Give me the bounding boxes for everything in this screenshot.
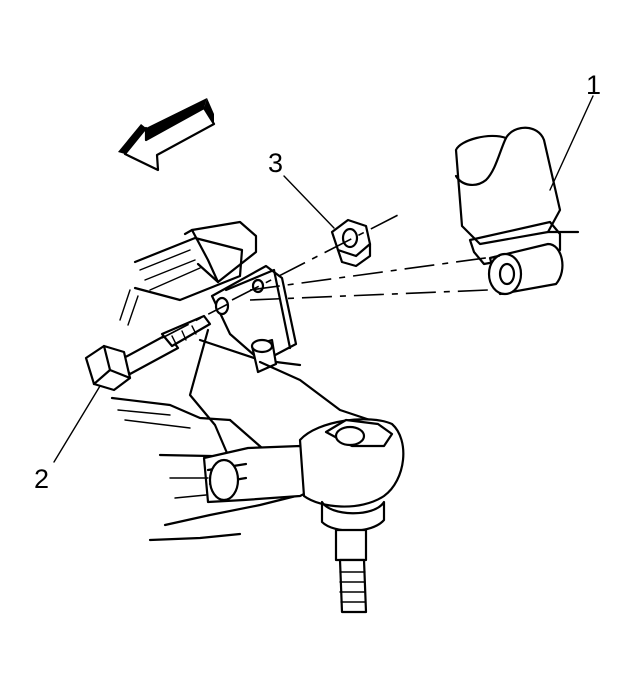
nut [330,218,372,268]
lower-control-arm [148,360,372,542]
callout-2: 2 [34,464,49,494]
direction-arrow-icon [118,98,216,172]
stabilizer-link [454,126,580,296]
link-bracket [210,264,298,374]
callout-3: 3 [268,148,283,178]
leader-lines [53,95,594,463]
ball-joint [298,418,405,614]
callout-1: 1 [586,70,601,100]
bolt [84,314,212,392]
alignment-lines [161,213,501,339]
frame-structure [110,220,302,462]
